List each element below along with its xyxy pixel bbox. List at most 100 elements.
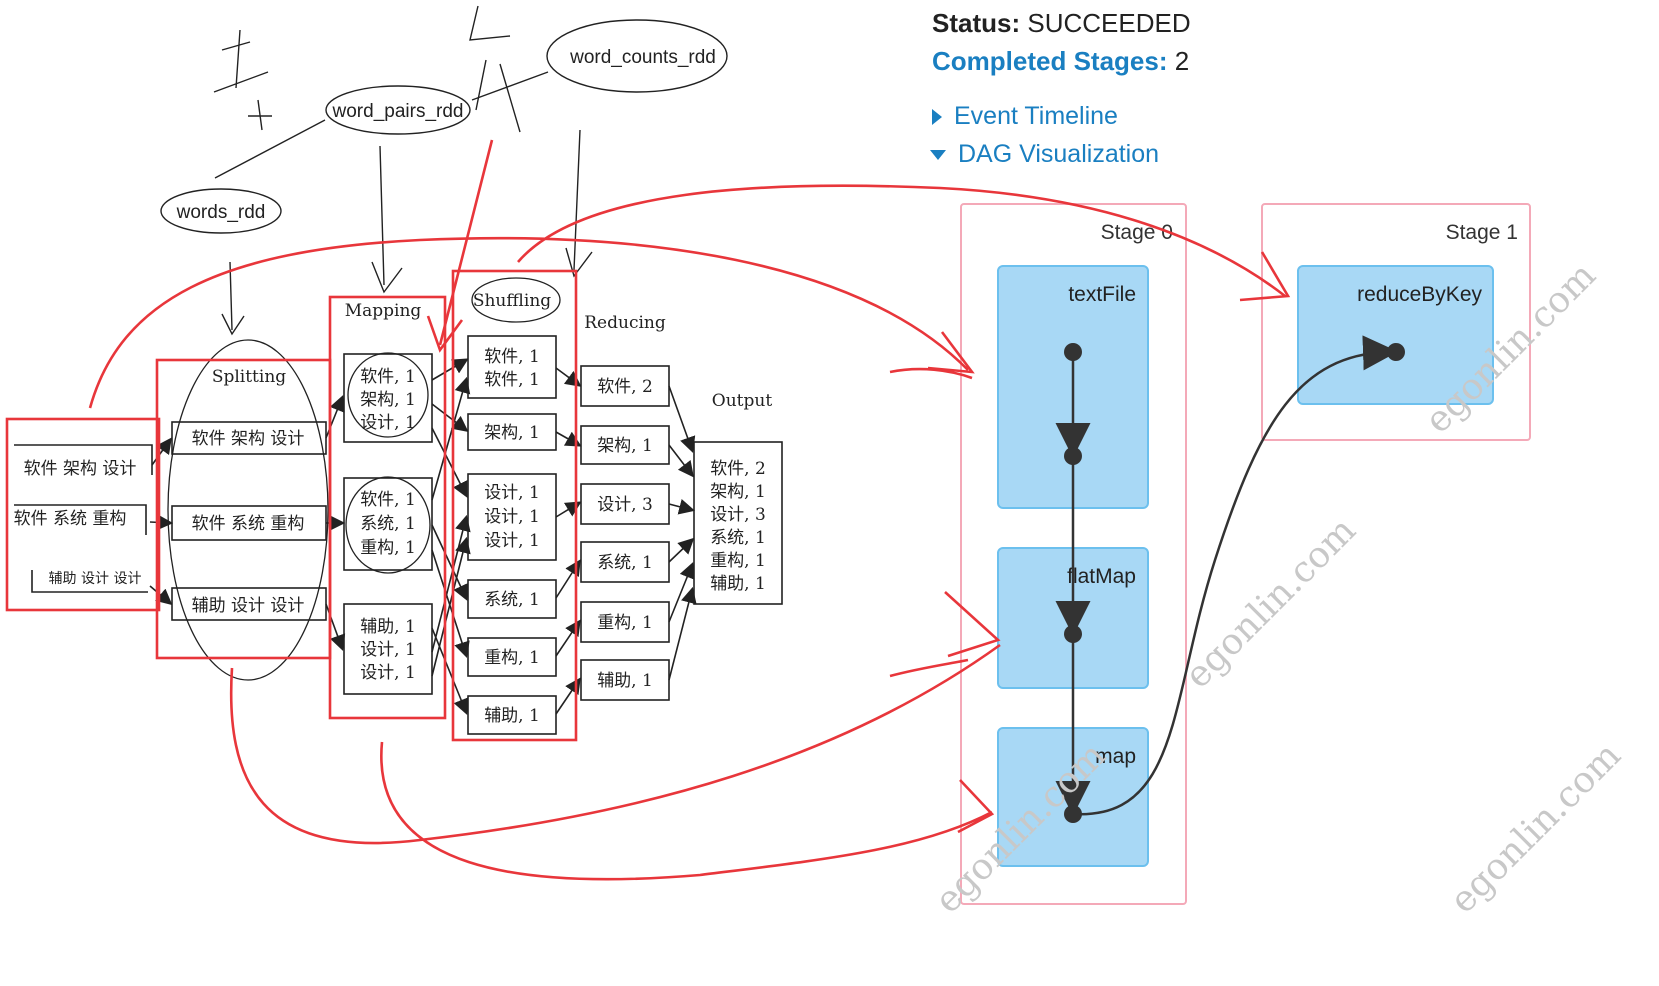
shuffling-label: Shuffling xyxy=(473,291,551,311)
map-label: map xyxy=(1095,745,1136,768)
dag-dot xyxy=(1387,343,1405,361)
pointer-stroke xyxy=(565,129,593,278)
shuffle-text: 架构, 1 xyxy=(484,423,540,443)
textfile-label: textFile xyxy=(1068,283,1136,306)
reducing-label: Reducing xyxy=(584,313,666,333)
shuffle-text: 软件, 1 xyxy=(484,370,540,390)
reduce-text: 软件, 2 xyxy=(597,377,653,397)
red-stroke xyxy=(889,658,969,678)
split-text-3: 辅助 设计 设计 xyxy=(192,596,305,616)
pointer-stroke xyxy=(221,261,245,336)
map-text: 辅助, 1 xyxy=(360,617,416,637)
output-text: 重构, 1 xyxy=(710,551,766,571)
mapping-label: Mapping xyxy=(345,301,422,321)
hand-ellipse xyxy=(345,476,431,574)
watermark-text: egonlin.com xyxy=(1442,735,1629,922)
map-text: 系统, 1 xyxy=(360,514,416,534)
event-timeline-toggle[interactable]: Event Timeline xyxy=(932,102,1118,131)
red-arrow-down xyxy=(426,139,494,353)
shuffle-box xyxy=(467,695,557,735)
caret-down-icon xyxy=(930,150,946,161)
completed-stages-value: 2 xyxy=(1174,46,1190,76)
dag-visualization-toggle[interactable]: DAG Visualization xyxy=(930,140,1159,169)
map-text: 设计, 1 xyxy=(360,413,416,433)
output-text: 系统, 1 xyxy=(710,528,766,548)
shuffle-text: 软件, 1 xyxy=(484,347,540,367)
reduce-text: 架构, 1 xyxy=(597,436,653,456)
red-stroke xyxy=(889,367,973,380)
red-box-input xyxy=(5,417,161,612)
red-arrow-to-flatmap xyxy=(229,591,1001,845)
output-box xyxy=(693,441,783,605)
splitting-label: Splitting xyxy=(212,367,286,387)
caret-right-icon xyxy=(932,109,942,126)
word-pairs-rdd-bubble xyxy=(325,85,471,135)
map-text: 软件, 1 xyxy=(360,367,416,387)
completed-stages-link[interactable]: Completed Stages: xyxy=(932,46,1168,76)
shuffle-text: 系统, 1 xyxy=(484,590,540,610)
shuffle-box xyxy=(467,579,557,619)
split-text-2: 软件 系统 重构 xyxy=(192,514,305,534)
flatmap-label: flatMap xyxy=(1067,565,1136,588)
reduce-text: 系统, 1 xyxy=(597,553,653,573)
pointer-stroke xyxy=(214,119,326,179)
status-line: Status: SUCCEEDED xyxy=(932,8,1191,39)
dag-visualization: Stage 0 Stage 1 textFile flatMap map red… xyxy=(960,203,1531,905)
split-text-1: 软件 架构 设计 xyxy=(192,429,305,449)
shuffle-text: 设计, 1 xyxy=(484,531,540,551)
dag-dot xyxy=(1064,805,1082,823)
shuffle-text: 设计, 1 xyxy=(484,507,540,527)
reducebykey-label: reduceByKey xyxy=(1357,283,1482,306)
reduce-text: 重构, 1 xyxy=(597,613,653,633)
map-text: 重构, 1 xyxy=(360,538,416,558)
hand-scribble xyxy=(469,5,521,133)
pointer-stroke xyxy=(471,71,549,101)
input-line-2: 软件 系统 重构 xyxy=(14,509,127,529)
status-label: Status: xyxy=(932,8,1021,38)
shuffle-text: 辅助, 1 xyxy=(484,706,540,726)
dag-visualization-label: DAG Visualization xyxy=(958,140,1160,168)
map-text: 设计, 1 xyxy=(360,663,416,683)
dag-edge-shuffle xyxy=(1072,335,1398,816)
hand-ellipse xyxy=(167,339,329,681)
words-rdd-label: words_rdd xyxy=(176,202,266,223)
reduce-text: 辅助, 1 xyxy=(597,671,653,691)
hand-ellipse xyxy=(347,352,429,438)
red-box-mapping xyxy=(328,295,447,720)
stage0-label: Stage 0 xyxy=(1101,221,1173,244)
reduce-text: 设计, 3 xyxy=(597,495,653,515)
mapreduce-diagram: Splitting Mapping Shuffling Reducing Out… xyxy=(14,277,783,735)
rdd-annotations: words_rdd word_pairs_rdd word_counts_rdd xyxy=(160,5,728,336)
output-text: 软件, 2 xyxy=(710,459,766,479)
red-arrow-to-reducebykey xyxy=(517,184,1291,302)
word-counts-rdd-label: word_counts_rdd xyxy=(569,47,716,68)
dag-dot xyxy=(1064,447,1082,465)
input-line-1: 软件 架构 设计 xyxy=(24,459,137,479)
hand-scribble xyxy=(213,29,272,131)
shuffle-text: 设计, 1 xyxy=(484,483,540,503)
words-rdd-bubble xyxy=(160,188,282,234)
status-value: SUCCEEDED xyxy=(1027,8,1191,38)
map-text: 设计, 1 xyxy=(360,640,416,660)
output-text: 架构, 1 xyxy=(710,482,766,502)
map-text: 软件, 1 xyxy=(360,490,416,510)
hand-ellipse xyxy=(471,277,561,323)
dag-dot xyxy=(1064,343,1082,361)
dag-dot xyxy=(1064,625,1082,643)
map-text: 架构, 1 xyxy=(360,390,416,410)
output-text: 设计, 3 xyxy=(710,505,766,525)
red-arrow-to-map xyxy=(380,741,995,881)
connector-arrows xyxy=(149,358,697,715)
stage1-label: Stage 1 xyxy=(1446,221,1518,244)
word-pairs-rdd-label: word_pairs_rdd xyxy=(332,101,464,122)
watermark-text: egonlin.com xyxy=(1177,510,1364,697)
red-annotations xyxy=(5,139,1291,881)
completed-stages-line: Completed Stages: 2 xyxy=(932,46,1189,77)
pointer-stroke xyxy=(371,145,403,294)
reducebykey-node[interactable] xyxy=(1297,265,1494,405)
output-text: 辅助, 1 xyxy=(710,574,766,594)
output-label: Output xyxy=(712,391,773,411)
shuffle-text: 重构, 1 xyxy=(484,648,540,668)
red-box-shuffling xyxy=(451,269,578,742)
